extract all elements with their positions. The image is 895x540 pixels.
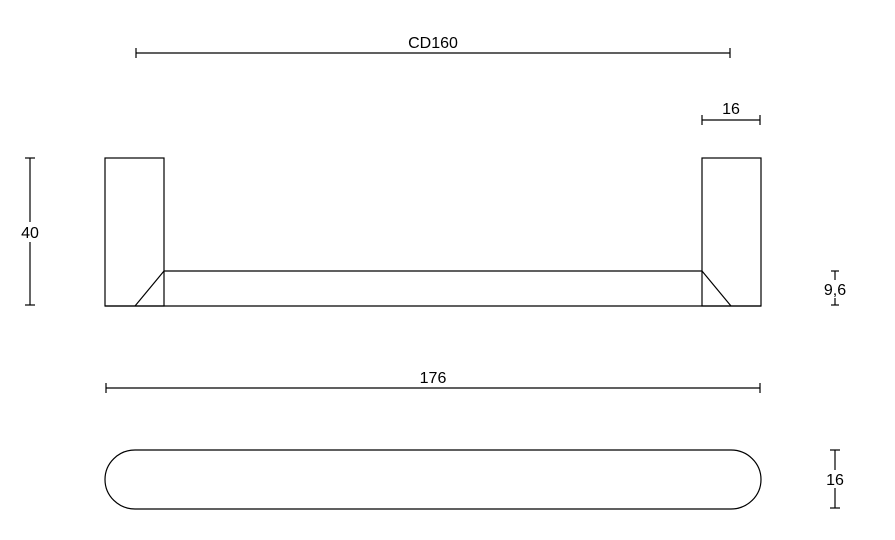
- height-dimension: 40: [18, 157, 44, 306]
- center-distance-dimension: CD160: [135, 35, 731, 58]
- depth-dimension: 16: [824, 449, 846, 509]
- overall-length-dimension: 176: [105, 370, 761, 393]
- post-width-label: 16: [722, 101, 740, 118]
- depth-label: 16: [826, 472, 844, 489]
- center-distance-label: CD160: [408, 35, 458, 52]
- post-width-dimension: 16: [701, 101, 761, 125]
- handle-front-view: [104, 157, 762, 307]
- handle-top-view: [104, 449, 762, 510]
- height-label: 40: [21, 225, 39, 242]
- bar-thickness-label: 9,6: [824, 282, 846, 299]
- overall-length-label: 176: [420, 370, 447, 387]
- bar-thickness-dimension: 9,6: [820, 270, 852, 306]
